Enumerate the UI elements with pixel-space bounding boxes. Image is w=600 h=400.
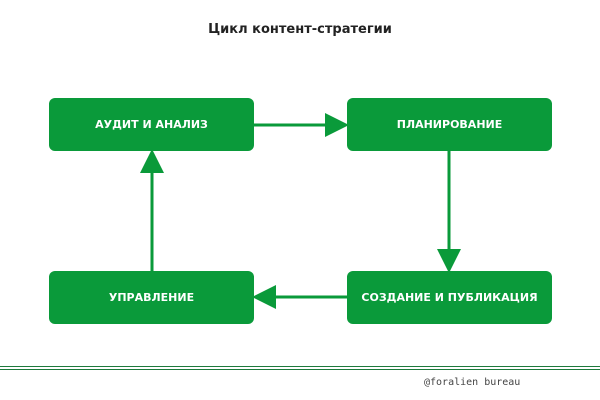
- footer-credit: @foralien bureau: [424, 377, 521, 388]
- divider-top: [0, 366, 600, 367]
- divider-bottom: [0, 369, 600, 370]
- node-management: УПРАВЛЕНИЕ: [49, 271, 254, 324]
- diagram-title: Цикл контент-стратегии: [208, 22, 392, 37]
- node-creation: СОЗДАНИЕ И ПУБЛИКАЦИЯ: [347, 271, 552, 324]
- node-planning: ПЛАНИРОВАНИЕ: [347, 98, 552, 151]
- node-audit: АУДИТ И АНАЛИЗ: [49, 98, 254, 151]
